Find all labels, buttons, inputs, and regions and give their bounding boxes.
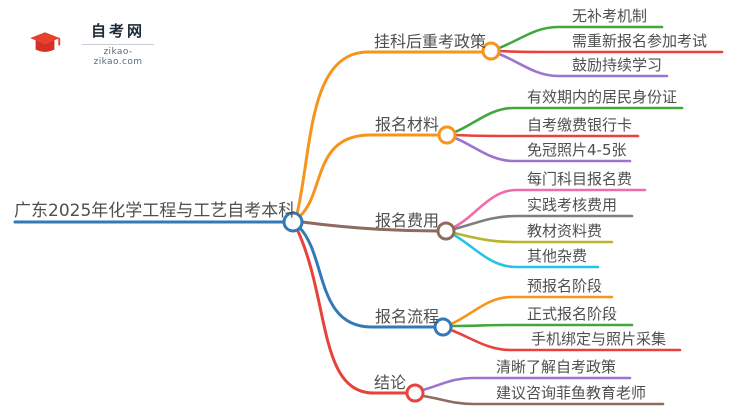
branch-2-label[interactable]: 报名费用 — [375, 211, 440, 230]
connector-branch-3-leaf-0 — [449, 295, 614, 326]
leaf-0-0-label[interactable]: 无补考机制 — [572, 7, 648, 25]
connector-branch-0-leaf-2 — [497, 52, 669, 78]
leaf-3-1-label[interactable]: 正式报名阶段 — [527, 305, 618, 323]
root-anchor-circle[interactable] — [282, 211, 304, 233]
branch-4-label[interactable]: 结论 — [374, 373, 407, 392]
leaf-0-1-label[interactable]: 需重新报名参加考试 — [572, 32, 708, 50]
leaf-4-1-label[interactable]: 建议咨询菲鱼教育老师 — [496, 384, 647, 402]
leaf-3-0-label[interactable]: 预报名阶段 — [527, 277, 603, 295]
branch-3-label[interactable]: 报名流程 — [375, 307, 440, 326]
connector-branch-1-leaf-2 — [453, 136, 632, 163]
connector-branch-3-leaf-2 — [449, 328, 682, 352]
leaf-3-2-label[interactable]: 手机绑定与照片采集 — [531, 330, 667, 348]
branch-0-anchor-circle[interactable] — [481, 41, 501, 61]
connector-root-branch-4 — [295, 227, 409, 395]
connector-branch-1-leaf-1 — [453, 133, 640, 138]
leaf-0-2-label[interactable]: 鼓励持续学习 — [572, 56, 663, 74]
leaf-1-0-label[interactable]: 有效期内的居民身份证 — [527, 88, 678, 106]
site-logo: 自考网 zikao-zikao.com — [26, 20, 154, 67]
site-url: zikao-zikao.com — [93, 47, 143, 67]
graduation-cap-icon — [30, 26, 63, 61]
branch-3-anchor-circle[interactable] — [433, 317, 453, 337]
connector-branch-0-leaf-1 — [497, 49, 724, 54]
connector-branch-2-leaf-0 — [452, 188, 647, 229]
leaf-1-2-label[interactable]: 免冠照片4-5张 — [527, 141, 627, 159]
connector-branch-2-leaf-1 — [452, 214, 634, 231]
leaf-2-2-label[interactable]: 教材资料费 — [527, 222, 603, 240]
root-node-label[interactable]: 广东2025年化学工程与工艺自考本科 — [14, 201, 296, 221]
logo-divider — [82, 44, 154, 45]
connector-root-branch-0 — [295, 50, 485, 216]
connector-branch-1-leaf-0 — [453, 106, 684, 134]
leaf-2-3-label[interactable]: 其他杂费 — [527, 247, 588, 265]
branch-2-anchor-circle[interactable] — [436, 221, 456, 241]
branch-1-label[interactable]: 报名材料 — [375, 115, 440, 134]
leaf-4-0-label[interactable]: 清晰了解自考政策 — [496, 358, 617, 376]
site-name: 自考网 — [90, 22, 145, 40]
connector-branch-2-leaf-2 — [452, 231, 614, 244]
connector-root-branch-1 — [297, 133, 441, 219]
leaf-2-0-label[interactable]: 每门科目报名费 — [527, 170, 633, 188]
connector-branch-2-leaf-3 — [452, 233, 600, 269]
connector-branch-0-leaf-0 — [497, 25, 664, 50]
connector-branch-3-leaf-1 — [449, 323, 634, 328]
connector-root-branch-3 — [297, 225, 437, 329]
leaf-1-1-label[interactable]: 自考缴费银行卡 — [527, 116, 633, 134]
connector-root-branch-2 — [300, 220, 440, 233]
leaf-2-1-label[interactable]: 实践考核费用 — [527, 196, 618, 214]
connector-branch-4-leaf-1 — [421, 394, 665, 406]
branch-1-anchor-circle[interactable] — [437, 125, 457, 145]
branch-0-label[interactable]: 挂科后重考政策 — [374, 32, 487, 51]
branch-4-anchor-circle[interactable] — [405, 383, 425, 403]
connector-branch-4-leaf-0 — [421, 376, 632, 392]
